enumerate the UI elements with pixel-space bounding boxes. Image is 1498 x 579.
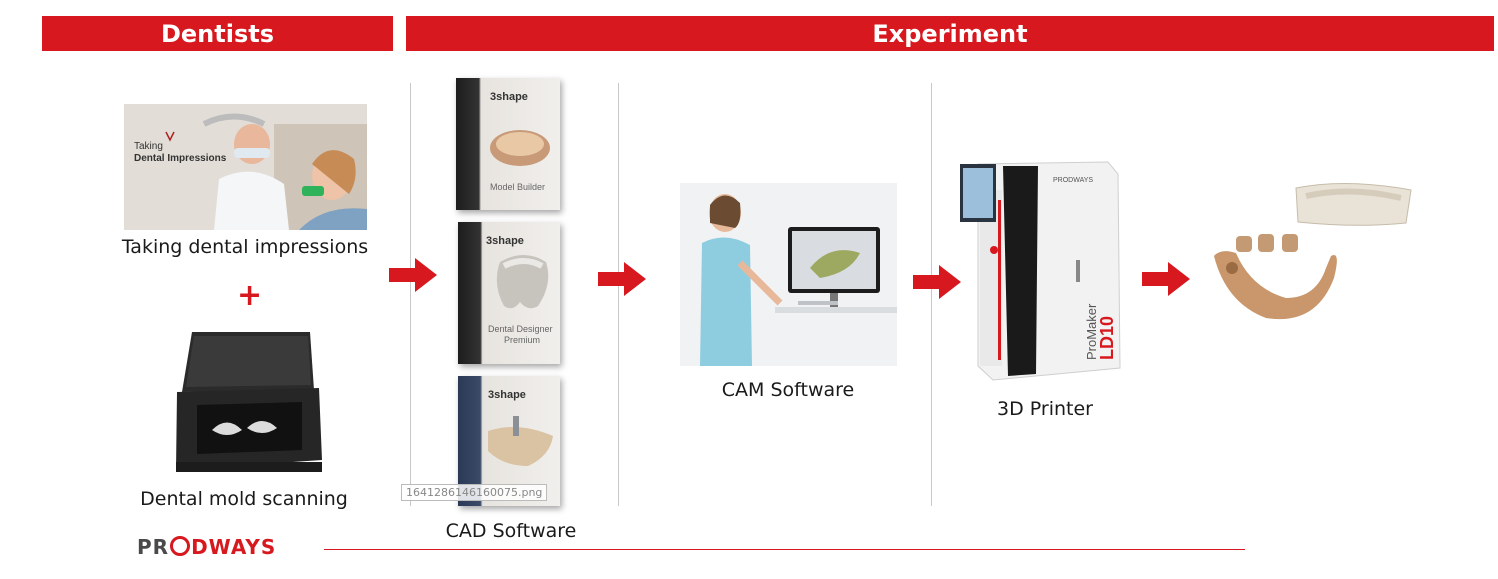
divider-right: [931, 83, 932, 506]
dental-designer-illustration: 3shape Dental Designer Premium: [486, 235, 553, 345]
box1-name: Model Builder: [490, 182, 545, 192]
dental-impressions-photo: Taking Dental Impressions: [124, 104, 367, 230]
logo-text-suffix: DWAYS: [191, 535, 277, 559]
cam-software-photo: [680, 183, 897, 366]
printer-caption: 3D Printer: [997, 398, 1093, 420]
impression-overlay-line2: Dental Impressions: [134, 153, 227, 164]
experiment-header: Experiment: [406, 16, 1494, 51]
printer-brand: PRODWAYS: [1053, 177, 1093, 184]
box3-brand: 3shape: [488, 389, 526, 401]
prodways-logo: PR DWAYS: [137, 535, 276, 559]
printer-model-number: LD10: [1097, 316, 1117, 360]
right-arrow-icon: [389, 258, 437, 292]
model-builder-illustration: 3shape Model Builder: [490, 91, 550, 192]
mold-scanner-illustration: [176, 332, 322, 472]
dentists-header-label: Dentists: [160, 19, 275, 48]
image-filename-label: 1641286146160075.png: [401, 484, 548, 501]
box2-brand: 3shape: [486, 235, 524, 247]
dental-models-illustration: [1214, 182, 1412, 320]
dental-impressions-illustration: Taking Dental Impressions: [124, 104, 367, 230]
divider-middle: [618, 83, 619, 506]
mold-scanner-photo: [172, 330, 324, 475]
scanning-caption: Dental mold scanning: [140, 488, 348, 510]
implant-illustration: 3shape: [488, 389, 553, 466]
box1-brand: 3shape: [490, 91, 528, 103]
cad-box-dental-designer: 3shape Dental Designer Premium: [458, 222, 560, 364]
printer-illustration: PRODWAYS ProMaker LD10: [960, 161, 1121, 381]
divider-left: [410, 83, 411, 506]
right-arrow-icon: [913, 265, 961, 299]
experiment-header-label: Experiment: [872, 19, 1028, 48]
cam-caption: CAM Software: [721, 379, 855, 401]
box2-name-line2: Premium: [504, 335, 540, 345]
logo-ring-icon: [170, 536, 191, 556]
logo-text-prefix: PR: [137, 535, 170, 559]
3d-printer-photo: PRODWAYS ProMaker LD10: [958, 160, 1123, 382]
cam-illustration: [680, 183, 897, 366]
box2-name-line1: Dental Designer: [488, 324, 553, 334]
printer-model-name: ProMaker: [1084, 303, 1099, 360]
dental-models-photo: [1206, 178, 1418, 330]
right-arrow-icon: [1142, 262, 1190, 296]
cad-box-model-builder: 3shape Model Builder: [456, 78, 560, 210]
plus-icon: +: [237, 278, 263, 313]
cad-caption: CAD Software: [445, 520, 577, 542]
impressions-caption: Taking dental impressions: [121, 236, 369, 258]
impression-overlay-line1: Taking: [134, 141, 163, 152]
footer-rule: [324, 549, 1245, 550]
dentists-header: Dentists: [42, 16, 393, 51]
right-arrow-icon: [598, 262, 646, 296]
